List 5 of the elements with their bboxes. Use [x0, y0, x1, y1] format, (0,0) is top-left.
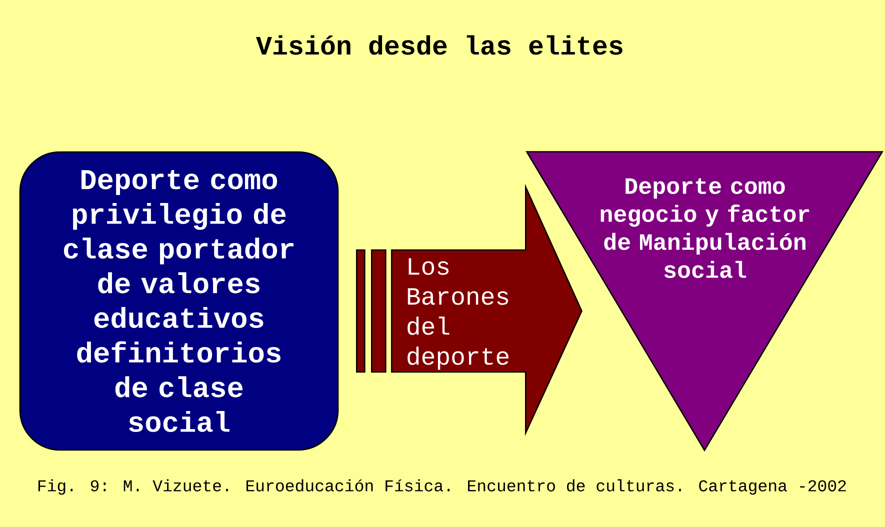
- caption: Fig. 9: M. Vizuete. Euroeducación Física. Encuentro de culturas. Cartagena -2002: [38, 479, 846, 495]
- block-arrow: [356, 184, 582, 436]
- title: Visión desde las elites: [256, 35, 622, 55]
- edge-label: Los Barones del deporte: [408, 258, 508, 370]
- rounded-box: Deporte como privilegio de clase portador de valores educativos definitorios de clase social: [19, 151, 339, 451]
